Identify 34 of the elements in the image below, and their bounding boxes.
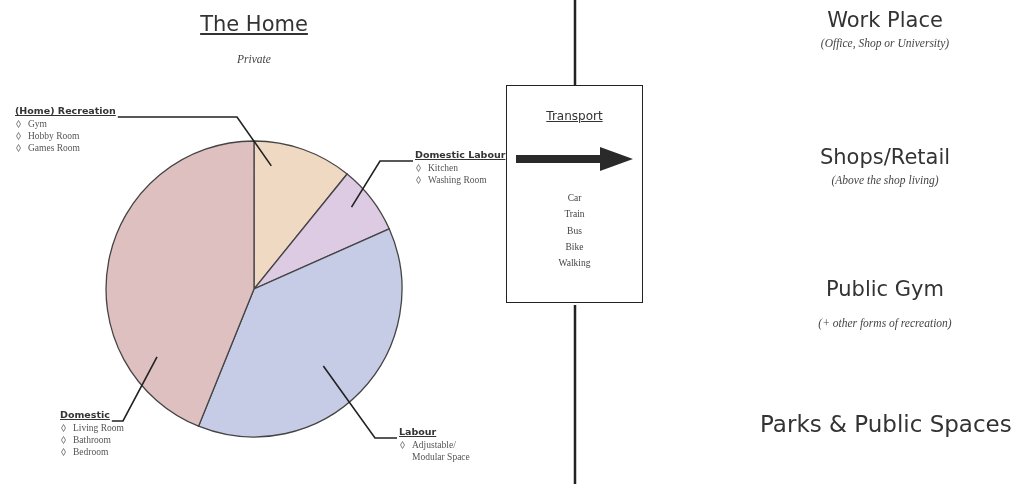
callout-heading: Domestic Labour [415, 149, 506, 160]
heading: Public Gym [826, 277, 944, 301]
subtitle: (Office, Shop or University) [820, 37, 950, 49]
list-item: Walking [558, 257, 591, 271]
heading: Shops/Retail [819, 145, 951, 169]
callout-heading: Labour [399, 426, 437, 437]
subtitle: (Above the shop living) [831, 174, 939, 186]
list-item: Bedroom [73, 446, 109, 458]
list-item: Living Room [73, 422, 124, 434]
list-item: Gym [28, 118, 47, 130]
heading: Work Place [827, 8, 943, 32]
list-item: Washing Room [428, 174, 487, 186]
callout-heading: Domestic [60, 409, 110, 420]
list-item: Bus [567, 224, 582, 238]
leader-line [322, 365, 398, 439]
heading: Parks & Public Spaces [760, 411, 1012, 437]
list-item: Bathroom [73, 434, 111, 446]
list-item: Kitchen [428, 162, 459, 174]
list-item: Hobby Room [28, 130, 80, 142]
list-item: Car [567, 192, 582, 205]
list-item: Games Room [28, 142, 80, 154]
subtitle: (+ other forms of recreation) [818, 317, 952, 329]
transport-box [506, 85, 643, 303]
callout-heading: (Home) Recreation [15, 105, 116, 116]
subtitle: Private [237, 53, 271, 65]
title: The Home [200, 12, 308, 36]
leader-line [111, 356, 158, 422]
box-heading: Transport [546, 109, 603, 123]
pie-slice [253, 173, 390, 290]
list-item: Adjustable/ Modular Space [412, 439, 471, 463]
list-item: Bike [565, 240, 584, 254]
list-item: Train [564, 208, 585, 222]
leader-line [117, 116, 273, 167]
leader-line [350, 160, 414, 208]
